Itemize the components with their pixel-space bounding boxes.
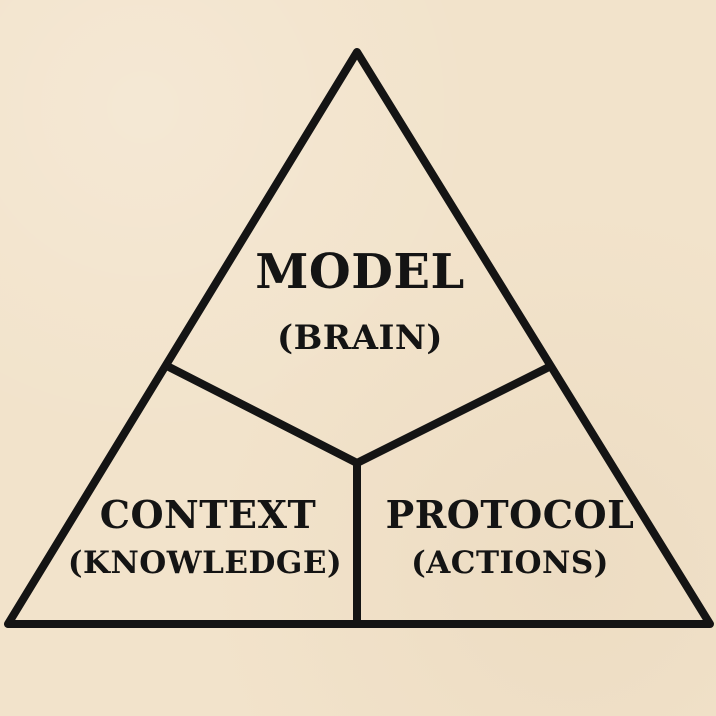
right-divider-line — [353, 363, 553, 467]
model-subtitle: (BRAIN) — [276, 318, 444, 358]
model-title: MODEL — [255, 244, 465, 300]
context-subtitle: (KNOWLEDGE) — [67, 545, 343, 581]
protocol-subtitle: (ACTIONS) — [411, 545, 609, 581]
left-divider-line — [163, 362, 361, 467]
protocol-title: PROTOCOL — [385, 492, 635, 537]
context-title: CONTEXT — [99, 492, 317, 537]
